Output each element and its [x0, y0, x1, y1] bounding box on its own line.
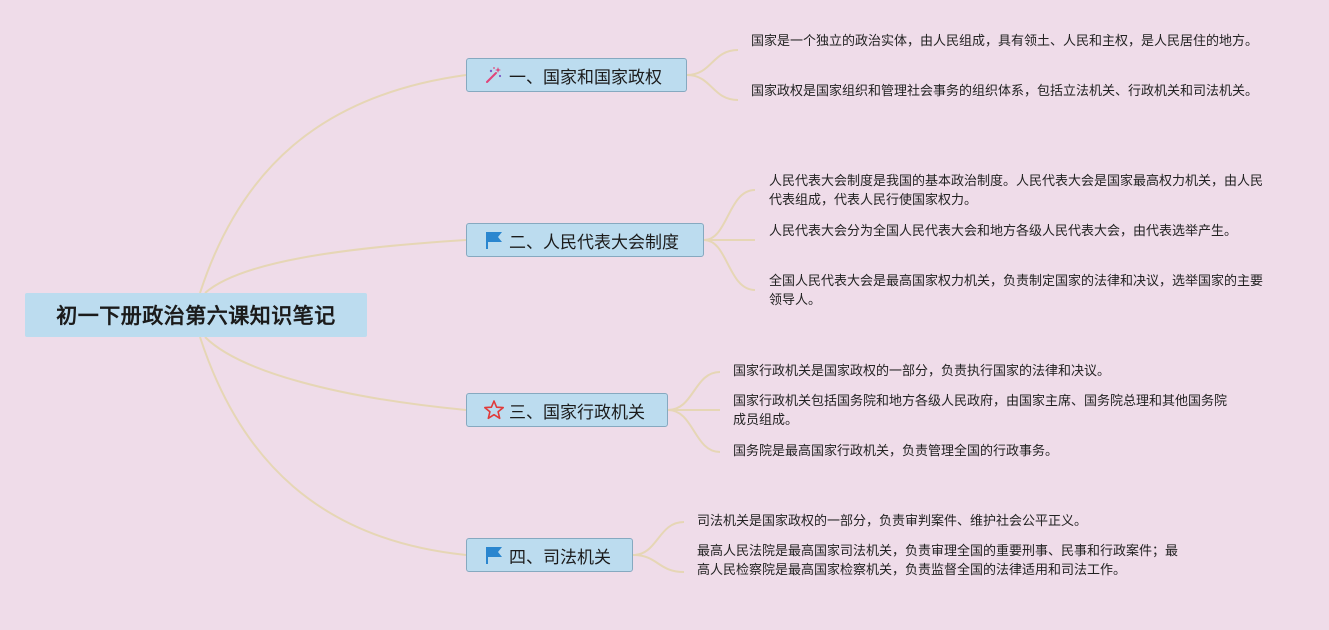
- note-1-2: 国家政权是国家组织和管理社会事务的组织体系，包括立法机关、行政机关和司法机关。: [751, 84, 1259, 99]
- connector-branch-3-note-3: [667, 409, 721, 453]
- branch-topic-2[interactable]: 二、人民代表大会制度: [466, 223, 704, 257]
- connector-branch-1-note-2: [686, 74, 739, 101]
- note-3-1: 国家行政机关是国家政权的一部分，负责执行国家的法律和决议。: [733, 364, 1111, 379]
- note-2-2: 人民代表大会分为全国人民代表大会和地方各级人民代表大会，由代表选举产生。: [769, 224, 1238, 239]
- branch-topic-4[interactable]: 四、司法机关: [466, 538, 633, 572]
- connector-root-branch-2: [204, 239, 467, 294]
- note-2-1: 人民代表大会制度是我国的基本政治制度。人民代表大会是国家最高权力机关，由人民代表…: [769, 174, 1264, 208]
- root-topic[interactable]: 初一下册政治第六课知识笔记: [25, 293, 367, 337]
- connector-branch-4-note-1: [632, 521, 685, 556]
- note-3-2: 国家行政机关包括国务院和地方各级人民政府，由国家主席、国务院总理和其他国务院成员…: [733, 394, 1228, 428]
- branch-label: 三、国家行政机关: [509, 402, 645, 423]
- branch-label: 一、国家和国家政权: [509, 67, 662, 88]
- branch-label: 四、司法机关: [509, 547, 611, 568]
- note-4-1: 司法机关是国家政权的一部分，负责审判案件、维护社会公平正义。: [697, 514, 1088, 529]
- connector-branch-2-note-3: [703, 239, 756, 291]
- note-3-3: 国务院是最高国家行政机关，负责管理全国的行政事务。: [733, 444, 1059, 459]
- connector-branch-2-note-1: [703, 189, 756, 241]
- connector-branch-1-note-1: [686, 49, 739, 76]
- flag-icon: [483, 229, 505, 251]
- connector-branch-4-note-2: [632, 554, 685, 573]
- branch-label: 二、人民代表大会制度: [509, 232, 679, 253]
- flag-icon: [483, 544, 505, 566]
- branch-topic-1[interactable]: 一、国家和国家政权: [466, 58, 687, 92]
- magic-wand-icon: [483, 64, 505, 86]
- connector-root-branch-4: [199, 336, 467, 556]
- note-4-2: 最高人民法院是最高国家司法机关，负责审理全国的重要刑事、民事和行政案件；最高人民…: [697, 544, 1179, 578]
- star-icon: [483, 399, 505, 421]
- connector-branch-3-note-1: [667, 371, 721, 411]
- branch-topic-3[interactable]: 三、国家行政机关: [466, 393, 668, 427]
- connector-root-branch-1: [199, 74, 467, 294]
- note-2-3: 全国人民代表大会是最高国家权力机关，负责制定国家的法律和决议，选举国家的主要领导…: [769, 274, 1264, 308]
- connector-root-branch-3: [204, 336, 467, 411]
- root-title: 初一下册政治第六课知识笔记: [56, 304, 336, 328]
- note-1-1: 国家是一个独立的政治实体，由人民组成，具有领土、人民和主权，是人民居住的地方。: [751, 34, 1259, 49]
